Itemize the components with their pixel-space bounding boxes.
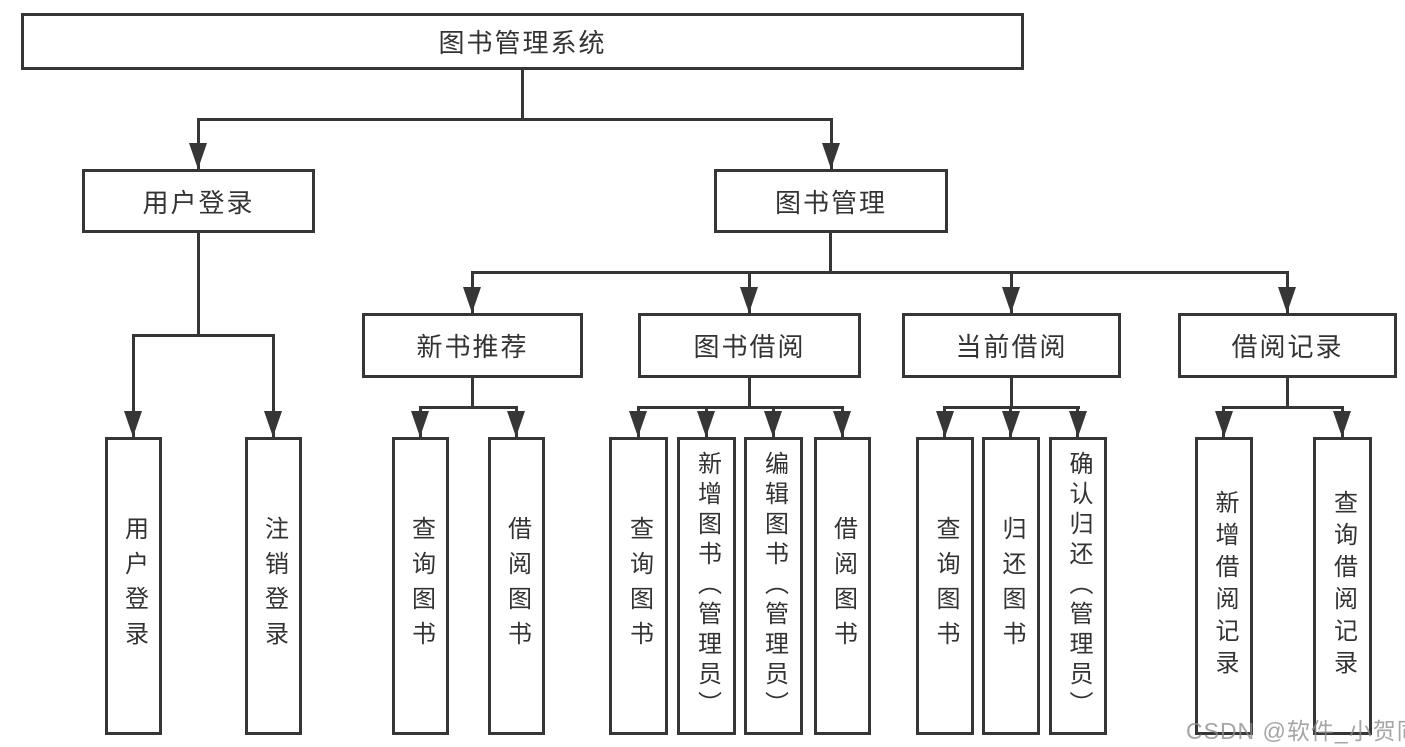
- node-book-borrowing: 图书借阅: [638, 313, 861, 378]
- csdn-watermark: CSDN @软件_小贺同学: [1186, 718, 1405, 744]
- leaf-user-login: 用户登录: [105, 437, 162, 735]
- leaf-label: 新增借阅记录: [1211, 490, 1238, 682]
- leaf-query-books-borrow: 查询图书: [609, 437, 668, 735]
- node-borrowing-records: 借阅记录: [1178, 313, 1397, 378]
- node-label: 用户登录: [142, 187, 255, 218]
- node-current-borrowing: 当前借阅: [902, 313, 1121, 378]
- node-library-management-system: 图书管理系统: [21, 13, 1024, 70]
- connector-root-vertical: [521, 69, 524, 120]
- node-label: 新书推荐: [416, 332, 529, 362]
- leaf-label: 确认归还（管理员）: [1065, 451, 1092, 721]
- connector-borrow-vertical: [748, 378, 751, 408]
- arrow-down-icon: [833, 411, 851, 437]
- leaf-label: 查询图书: [625, 516, 653, 656]
- leaf-label: 注销登录: [260, 516, 288, 656]
- connector-records-vertical: [1286, 378, 1289, 408]
- connector-new-books-vertical: [471, 378, 474, 408]
- connector-book-mgmt-vertical: [829, 233, 832, 273]
- node-label: 当前借阅: [955, 332, 1068, 362]
- connector-stub-leaf: [272, 334, 275, 437]
- leaf-label: 用户登录: [120, 516, 148, 656]
- node-label: 借阅记录: [1231, 332, 1344, 362]
- arrow-down-icon: [507, 411, 525, 437]
- node-user-login: 用户登录: [82, 169, 315, 233]
- arrow-down-icon: [1002, 287, 1020, 313]
- leaf-confirm-return-admin: 确认归还（管理员）: [1049, 437, 1107, 735]
- connector-current-vertical: [1010, 378, 1013, 408]
- arrow-down-icon: [936, 411, 954, 437]
- leaf-query-borrow-record: 查询借阅记录: [1313, 437, 1372, 735]
- arrow-down-icon: [764, 411, 782, 437]
- leaf-label: 编辑图书（管理员）: [760, 451, 788, 721]
- leaf-label: 借阅图书: [503, 516, 531, 656]
- arrow-down-icon: [124, 411, 142, 437]
- arrow-down-icon: [1333, 411, 1351, 437]
- arrow-down-icon: [463, 287, 481, 313]
- leaf-label: 新增图书（管理员）: [693, 451, 721, 721]
- arrow-down-icon: [189, 143, 207, 169]
- arrow-down-icon: [740, 287, 758, 313]
- leaf-add-borrow-record: 新增借阅记录: [1195, 437, 1253, 735]
- leaf-edit-book-admin: 编辑图书（管理员）: [744, 437, 803, 735]
- connector-book-mgmt-horizontal: [471, 271, 1289, 274]
- arrow-down-icon: [629, 411, 647, 437]
- arrow-down-icon: [822, 143, 840, 169]
- arrow-down-icon: [1278, 287, 1296, 313]
- arrow-down-icon: [411, 411, 429, 437]
- leaf-borrow-books-borrow: 借阅图书: [814, 437, 871, 735]
- leaf-label: 归还图书: [998, 516, 1025, 656]
- leaf-query-books-current: 查询图书: [916, 437, 974, 735]
- connector-new-books-horizontal: [419, 406, 518, 409]
- arrow-down-icon: [1215, 411, 1233, 437]
- connector-borrow-horizontal: [637, 406, 844, 409]
- leaf-label: 查询图书: [932, 516, 959, 656]
- leaf-label: 借阅图书: [829, 516, 857, 656]
- arrow-down-icon: [1069, 411, 1087, 437]
- leaf-query-books-newbooks: 查询图书: [392, 437, 449, 735]
- leaf-label: 查询图书: [407, 516, 435, 656]
- leaf-logout: 注销登录: [245, 437, 302, 735]
- node-book-management: 图书管理: [714, 169, 948, 233]
- node-new-book-recommendation: 新书推荐: [362, 313, 583, 378]
- leaf-add-book-admin: 新增图书（管理员）: [677, 437, 736, 735]
- arrow-down-icon: [1002, 411, 1020, 437]
- node-label: 图书借阅: [693, 332, 806, 362]
- connector-root-horizontal: [197, 118, 833, 121]
- node-label: 图书管理系统: [438, 28, 607, 58]
- leaf-label: 查询借阅记录: [1329, 490, 1357, 682]
- connector-user-login-horizontal: [132, 334, 275, 337]
- arrow-down-icon: [264, 411, 282, 437]
- node-label: 图书管理: [774, 187, 887, 218]
- leaf-return-books: 归还图书: [982, 437, 1040, 735]
- leaf-borrow-books-newbooks: 借阅图书: [488, 437, 545, 735]
- connector-user-login-vertical: [197, 233, 200, 336]
- connector-records-horizontal: [1222, 406, 1344, 409]
- connector-stub-leaf: [132, 334, 135, 437]
- arrow-down-icon: [697, 411, 715, 437]
